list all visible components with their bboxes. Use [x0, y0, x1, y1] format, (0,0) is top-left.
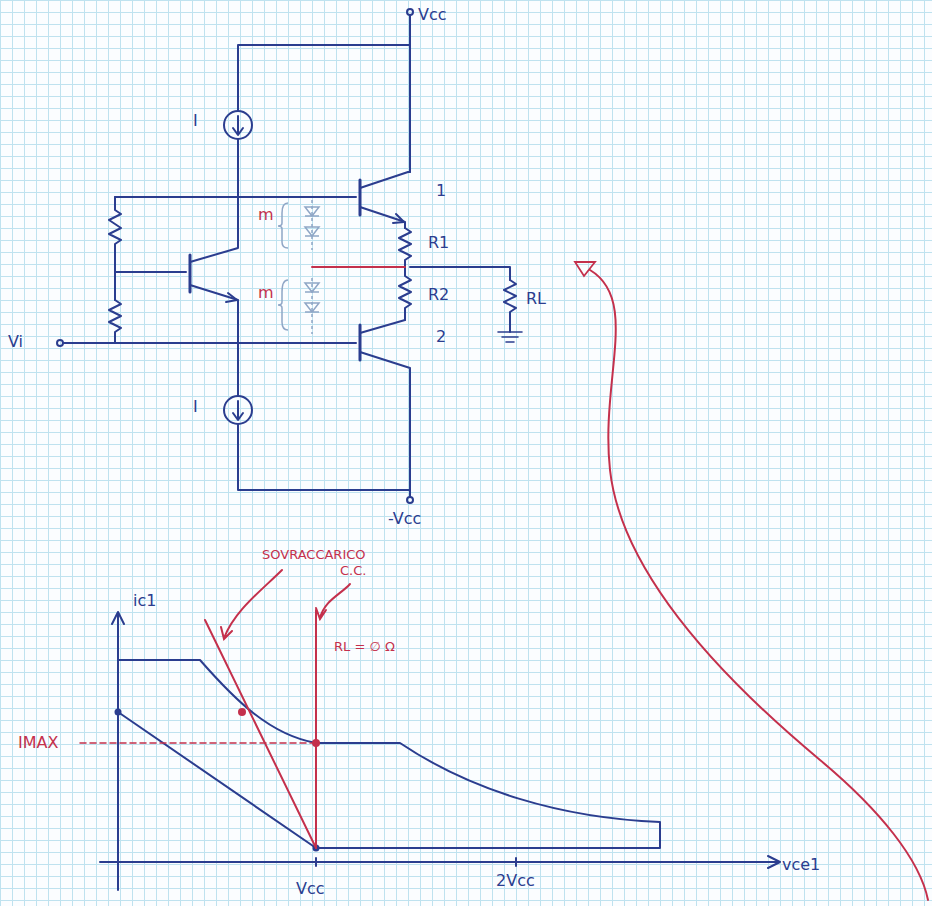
current-source-label: I	[193, 112, 198, 130]
diode-count: m	[258, 206, 274, 224]
axis-label: IMAX	[18, 734, 58, 752]
callout-label: SOVRACCARICO	[262, 548, 366, 562]
current-source-label: I	[193, 398, 198, 416]
supply-label: -Vcc	[388, 510, 421, 528]
transistor-number: 2	[436, 328, 446, 346]
callout-label: RL = ∅ Ω	[334, 640, 395, 654]
axis-label: ic1	[133, 592, 156, 610]
tick-label: 2Vcc	[496, 872, 535, 890]
input-label: Vi	[8, 333, 23, 351]
transistor-number: 1	[436, 182, 446, 200]
resistor-label: R1	[428, 234, 449, 252]
resistor-label: R2	[428, 286, 449, 304]
load-label: RL	[526, 290, 546, 308]
supply-label: Vcc	[418, 6, 447, 24]
callout-label: C.C.	[340, 564, 366, 578]
diode-count: m	[258, 284, 274, 302]
axis-label: vce1	[782, 856, 820, 874]
tick-label: Vcc	[296, 880, 325, 898]
